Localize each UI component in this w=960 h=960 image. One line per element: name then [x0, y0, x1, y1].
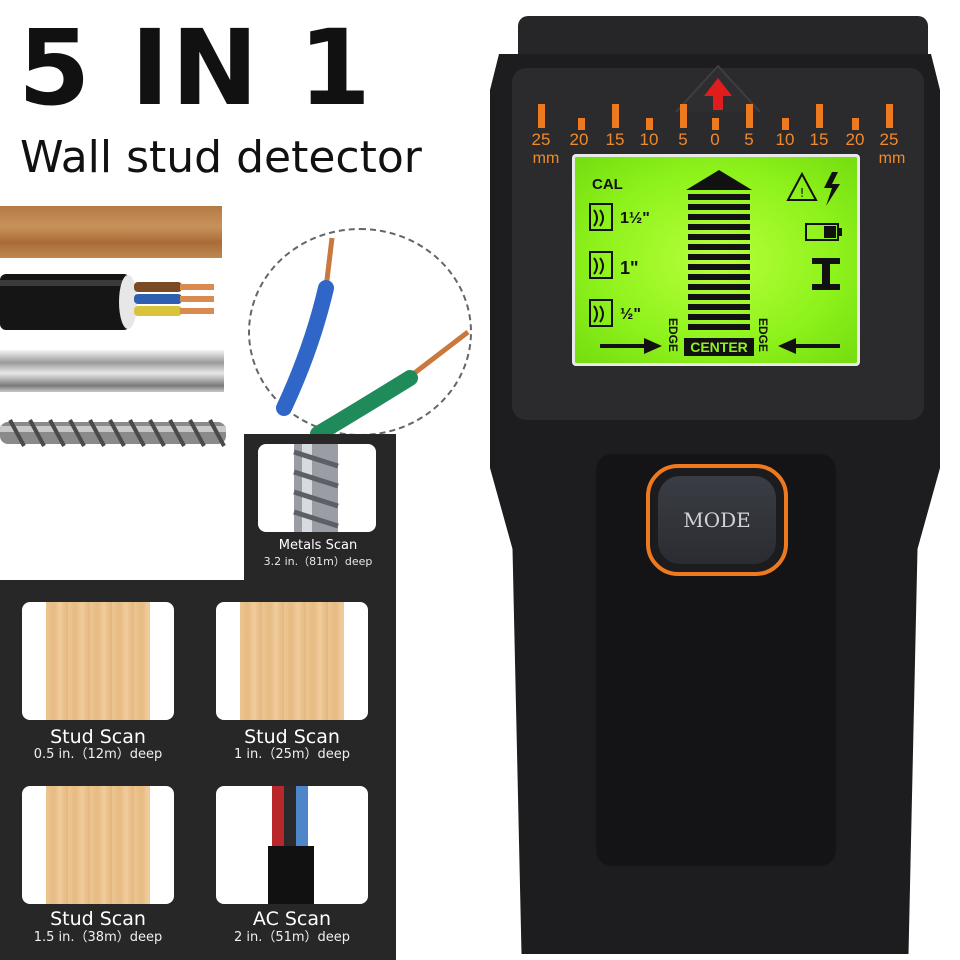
- wood-block-icon: [46, 602, 150, 720]
- battery-icon: [805, 223, 842, 241]
- ruler-label: 10: [775, 130, 795, 149]
- ruler-label: 0: [710, 130, 720, 149]
- ruler-label: 15: [809, 130, 829, 149]
- ruler-tick: [712, 118, 719, 130]
- ruler-label: 5: [744, 130, 754, 149]
- ac-scan-card: [216, 786, 368, 904]
- ac-scan-title: AC Scan: [252, 908, 332, 930]
- ruler-unit-left: mm: [532, 150, 560, 167]
- ruler-tick: [886, 104, 893, 128]
- cable-sample: [0, 274, 214, 330]
- stud-scan-3-title: Stud Scan: [50, 908, 146, 930]
- wood-sample: [0, 206, 222, 258]
- subheadline: Wall stud detector: [20, 132, 422, 183]
- ruler-tick: [612, 104, 619, 128]
- ruler-tick: [646, 118, 653, 130]
- stud-scan-card-1: [22, 602, 174, 720]
- center-label: CENTER: [684, 338, 754, 356]
- metals-scan-detail: 3.2 in.（81m）deep: [263, 555, 373, 568]
- ac-scan-detail: 2 in.（51m）deep: [233, 930, 351, 945]
- ruler-label: 20: [845, 130, 865, 149]
- signal-strength-bar: [686, 170, 752, 330]
- metal-rod-icon: [293, 444, 339, 532]
- edge-left-label: EDGE: [666, 318, 680, 353]
- depth-top-label: 1½": [620, 210, 650, 227]
- ruler-tick: [680, 104, 687, 128]
- stud-scan-1-detail: 0.5 in.（12m）deep: [33, 747, 163, 762]
- ruler-tick: [816, 104, 823, 128]
- mode-button[interactable]: MODE: [658, 476, 776, 564]
- stud-scan-card-3: [22, 786, 174, 904]
- rebar-sample: [0, 419, 226, 447]
- edge-right-label: EDGE: [756, 318, 770, 353]
- ruler-tick: [538, 104, 545, 128]
- svg-text:!: !: [800, 186, 805, 200]
- wires-illustration: [276, 237, 470, 438]
- arrow-right-icon: [600, 338, 662, 354]
- ruler-label: 25: [531, 130, 551, 149]
- ac-cable-icon: [268, 786, 314, 904]
- center-arrow-icon: [675, 64, 761, 113]
- arrow-left-icon: [778, 338, 840, 354]
- warning-icon: !: [786, 171, 840, 206]
- stud-scan-2-detail: 1 in.（25m）deep: [233, 747, 351, 762]
- metal-pipe-sample: [0, 350, 224, 392]
- metals-scan-title: Metals Scan: [278, 538, 358, 553]
- stud-scan-2-title: Stud Scan: [244, 726, 340, 748]
- wood-block-icon: [240, 602, 344, 720]
- stud-scan-3-detail: 1.5 in.（38m）deep: [33, 930, 163, 945]
- ruler-tick: [782, 118, 789, 130]
- headline: 5 IN 1: [18, 7, 373, 129]
- ruler-label: 10: [639, 130, 659, 149]
- stud-scan-card-2: [216, 602, 368, 720]
- stud-wood-icon: [589, 203, 613, 327]
- depth-mid-label: 1": [620, 258, 639, 278]
- stud-scan-1-title: Stud Scan: [50, 726, 146, 748]
- ruler-tick: [578, 118, 585, 130]
- ruler-tick: [746, 104, 753, 128]
- ruler-label: 5: [678, 130, 688, 149]
- depth-bottom-label: ½": [620, 306, 641, 323]
- ruler-label: 15: [605, 130, 625, 149]
- metals-scan-card: [258, 444, 376, 532]
- ruler-label: 25: [879, 130, 899, 149]
- ruler-unit-right: mm: [878, 150, 906, 167]
- wood-block-icon: [46, 786, 150, 904]
- ruler-label: 20: [569, 130, 589, 149]
- cal-label: CAL: [592, 176, 623, 193]
- ruler-tick: [852, 118, 859, 130]
- metal-beam-icon: [812, 258, 840, 290]
